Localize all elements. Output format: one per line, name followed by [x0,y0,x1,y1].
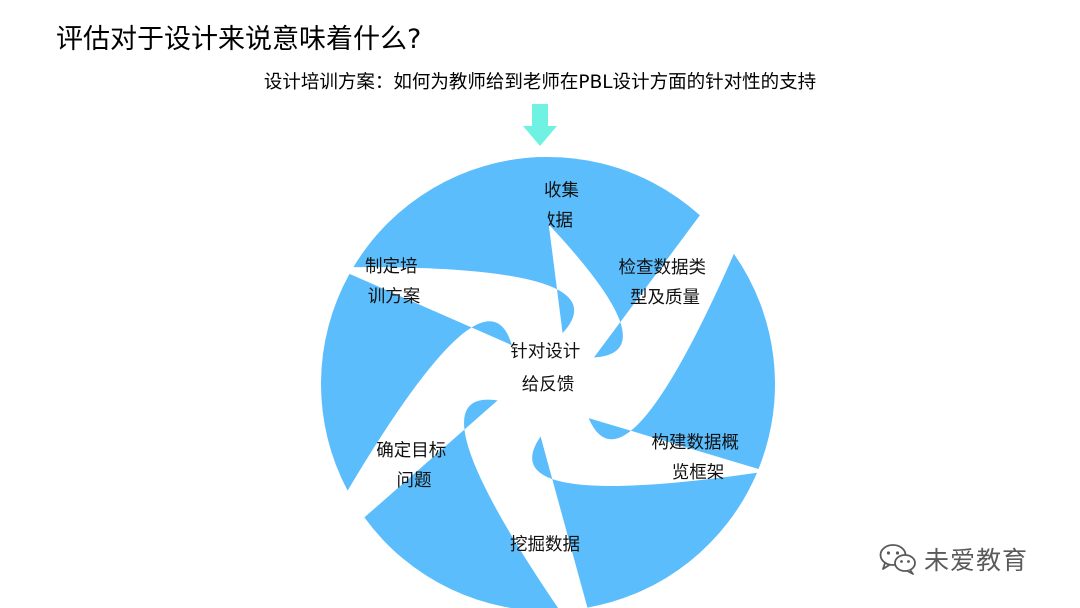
segment-4: 挖掘数据 [364,399,580,608]
segment-6-label-line2: 训方案 [368,287,421,307]
segment-2-shape [588,253,775,469]
segment-5-label-line1: 确定目标 [376,441,446,461]
segment-4-shape [364,399,559,608]
segment-5-shape [321,273,512,491]
watermark: 未爱教育 [878,541,1028,577]
down-arrow-icon [523,104,557,146]
segment-2-label-line1: 检查数据类 [618,258,706,278]
page-title: 评估对于设计来说意味着什么? [56,24,422,55]
segment-6-shape [353,157,575,334]
svg-text:确定目标 问题: 确定目标 问题 [376,441,452,491]
segment-2: 检查数据类 型及质量 [588,253,775,469]
svg-text:构建数据概 览框架: 构建数据概 览框架 [651,433,744,483]
center-label-line2: 给反馈 [522,375,575,395]
svg-text:检查数据类 型及质量: 检查数据类 型及质量 [618,258,711,308]
svg-text:制定培 训方案: 制定培 训方案 [365,257,423,307]
segment-6: 制定培 训方案 [353,157,575,334]
segment-4-label-line1: 挖掘数据 [510,535,580,555]
wechat-icon [879,544,916,575]
segment-6-label-line1: 制定培 [365,257,418,277]
watermark-text: 未爱教育 [924,546,1029,575]
segment-3-label-line2: 览框架 [672,463,725,483]
svg-text:挖掘数据: 挖掘数据 [510,535,580,555]
segment-3-label-line1: 构建数据概 [651,433,739,453]
segment-5-label-line2: 问题 [397,471,432,491]
center-label-line1: 针对设计 [510,342,580,362]
segment-3-shape [532,436,757,608]
segment-2-label-line2: 型及质量 [630,288,700,308]
segment-5: 确定目标 问题 [321,273,512,491]
segment-3: 构建数据概 览框架 [532,433,757,608]
center-label: 针对设计 给反馈 [510,342,586,395]
subtitle: 设计培训方案：如何为教师给到老师在PBL设计方面的针对性的支持 [263,72,817,93]
segments-group: 看看能收集 什么数据 检查数据类 型及质量 构建数据概 览框架 挖掘数据 [321,156,775,608]
